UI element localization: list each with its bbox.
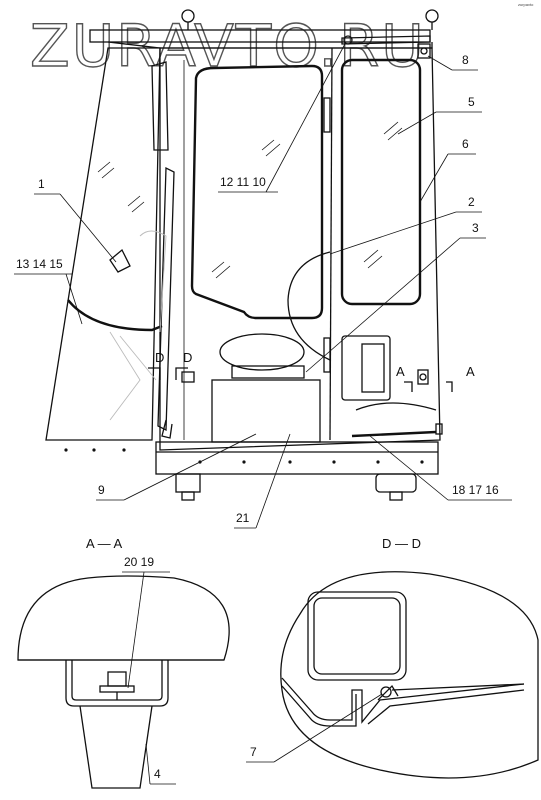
aa-washer <box>99 685 135 693</box>
handrail-long <box>157 166 175 432</box>
section-dd-view: D — D <box>280 536 539 779</box>
base-frame <box>155 441 439 475</box>
section-dd-title: D — D <box>382 536 421 551</box>
callout-13-14-15: 13 14 15 <box>16 257 63 271</box>
blower-neck <box>231 365 305 379</box>
wiper-rod <box>341 35 431 45</box>
dd-seal-bead <box>380 686 392 698</box>
cab-main-view <box>45 9 443 501</box>
section-plug <box>417 369 429 385</box>
callout-12-11-10: 12 11 10 <box>220 175 266 189</box>
handrail-upper <box>151 61 169 151</box>
callout-6: 6 <box>462 137 469 151</box>
mount-right <box>375 473 417 493</box>
aa-dome-cover <box>17 575 230 661</box>
floor-pipe <box>351 430 437 438</box>
door-hinge-upper <box>323 97 331 133</box>
side-glass-hatch <box>97 161 145 213</box>
callout-3: 3 <box>472 221 479 235</box>
section-mark-d-left: D <box>155 350 164 365</box>
callout-20-19: 20 19 <box>124 555 154 569</box>
seat-ghost <box>109 230 167 421</box>
aa-bolt-head <box>107 671 127 687</box>
door-glass-hatch <box>211 139 281 279</box>
door-hinge-lower <box>323 337 331 373</box>
callout-7: 7 <box>250 745 257 759</box>
blower-top <box>219 333 305 371</box>
cab-body <box>159 47 441 451</box>
mount-left <box>175 473 201 493</box>
floor-mat-edge <box>355 402 437 411</box>
callout-8: 8 <box>462 53 469 67</box>
corner-mark: zurpavto <box>518 2 534 7</box>
clamp-8 <box>417 43 431 59</box>
callout-1: 1 <box>38 177 45 191</box>
section-aa-title: A — A <box>86 536 122 551</box>
dd-detail-bubble <box>280 571 539 779</box>
mirror <box>109 248 131 273</box>
section-mark-a-left: A <box>396 364 405 379</box>
watermark-text: ZURAVTO.RU <box>30 12 426 80</box>
aa-bracket <box>65 660 169 707</box>
dd-square-tube <box>307 591 407 681</box>
callout-9: 9 <box>98 483 105 497</box>
rear-window <box>340 58 422 306</box>
heater-box <box>211 379 321 443</box>
base-bolts <box>64 448 424 464</box>
latch-handle <box>361 343 385 393</box>
rear-glass-hatch <box>363 121 403 269</box>
door-window <box>190 64 324 320</box>
dd-floor-plate <box>281 677 525 724</box>
latch-panel <box>341 335 391 401</box>
side-panel <box>45 47 161 441</box>
callouts: 1 2 3 5 6 8 12 11 10 13 14 15 9 <box>14 41 512 785</box>
section-markers: D D A A <box>148 350 475 392</box>
aa-post <box>79 705 153 789</box>
callout-5: 5 <box>468 95 475 109</box>
seal-strip <box>67 299 163 332</box>
callout-21: 21 <box>236 511 250 525</box>
section-aa-view: A — A <box>17 536 230 789</box>
air-duct <box>287 251 331 361</box>
callout-18-17-16: 18 17 16 <box>452 483 499 497</box>
callout-4: 4 <box>154 767 161 781</box>
section-mark-a-right: A <box>466 364 475 379</box>
callout-2: 2 <box>468 195 475 209</box>
lifting-eye-right <box>425 9 439 23</box>
section-mark-d-right: D <box>183 350 192 365</box>
